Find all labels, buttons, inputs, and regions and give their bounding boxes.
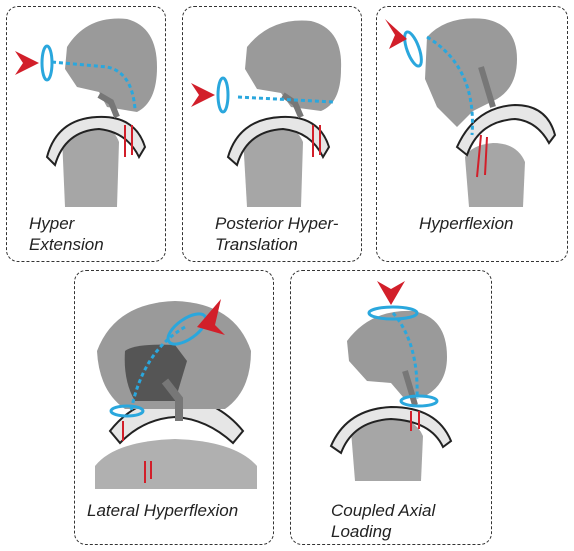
impact-arrow	[191, 83, 215, 107]
impact-ring	[401, 30, 425, 68]
caption-line-1: Posterior Hyper-	[215, 213, 338, 234]
torso-shape	[465, 143, 525, 207]
caption-line-1: Hyperflexion	[419, 213, 514, 234]
caption: Coupled Axial Loading	[331, 500, 435, 542]
caption-line-2: Loading	[331, 521, 435, 542]
caption-line-1: Lateral Hyperflexion	[87, 500, 238, 521]
impact-arrow	[15, 51, 39, 75]
caption: Posterior Hyper- Translation	[215, 213, 338, 255]
panel-hyper-extension: Hyper Extension	[6, 6, 166, 262]
caption-line-2: Extension	[29, 234, 104, 255]
impact-ring	[42, 46, 52, 80]
caption-line-2: Translation	[215, 234, 338, 255]
panel-coupled-axial-loading: Coupled Axial Loading	[290, 270, 492, 545]
helmet-shape	[347, 311, 447, 397]
caption: Hyperflexion	[419, 213, 514, 234]
helmet-shape	[65, 19, 157, 112]
panel-posterior-hyper-translation: Posterior Hyper- Translation	[182, 6, 362, 262]
torso-shape	[95, 439, 257, 489]
base-ring	[401, 396, 437, 406]
panel-lateral-hyperflexion: Lateral Hyperflexion	[74, 270, 274, 545]
caption-line-1: Hyper	[29, 213, 104, 234]
caption: Lateral Hyperflexion	[87, 500, 238, 521]
caption: Hyper Extension	[29, 213, 104, 255]
caption-line-1: Coupled Axial	[331, 500, 435, 521]
impact-ring	[218, 78, 228, 112]
panel-hyperflexion: Hyperflexion	[376, 6, 568, 262]
impact-arrow	[377, 281, 405, 305]
